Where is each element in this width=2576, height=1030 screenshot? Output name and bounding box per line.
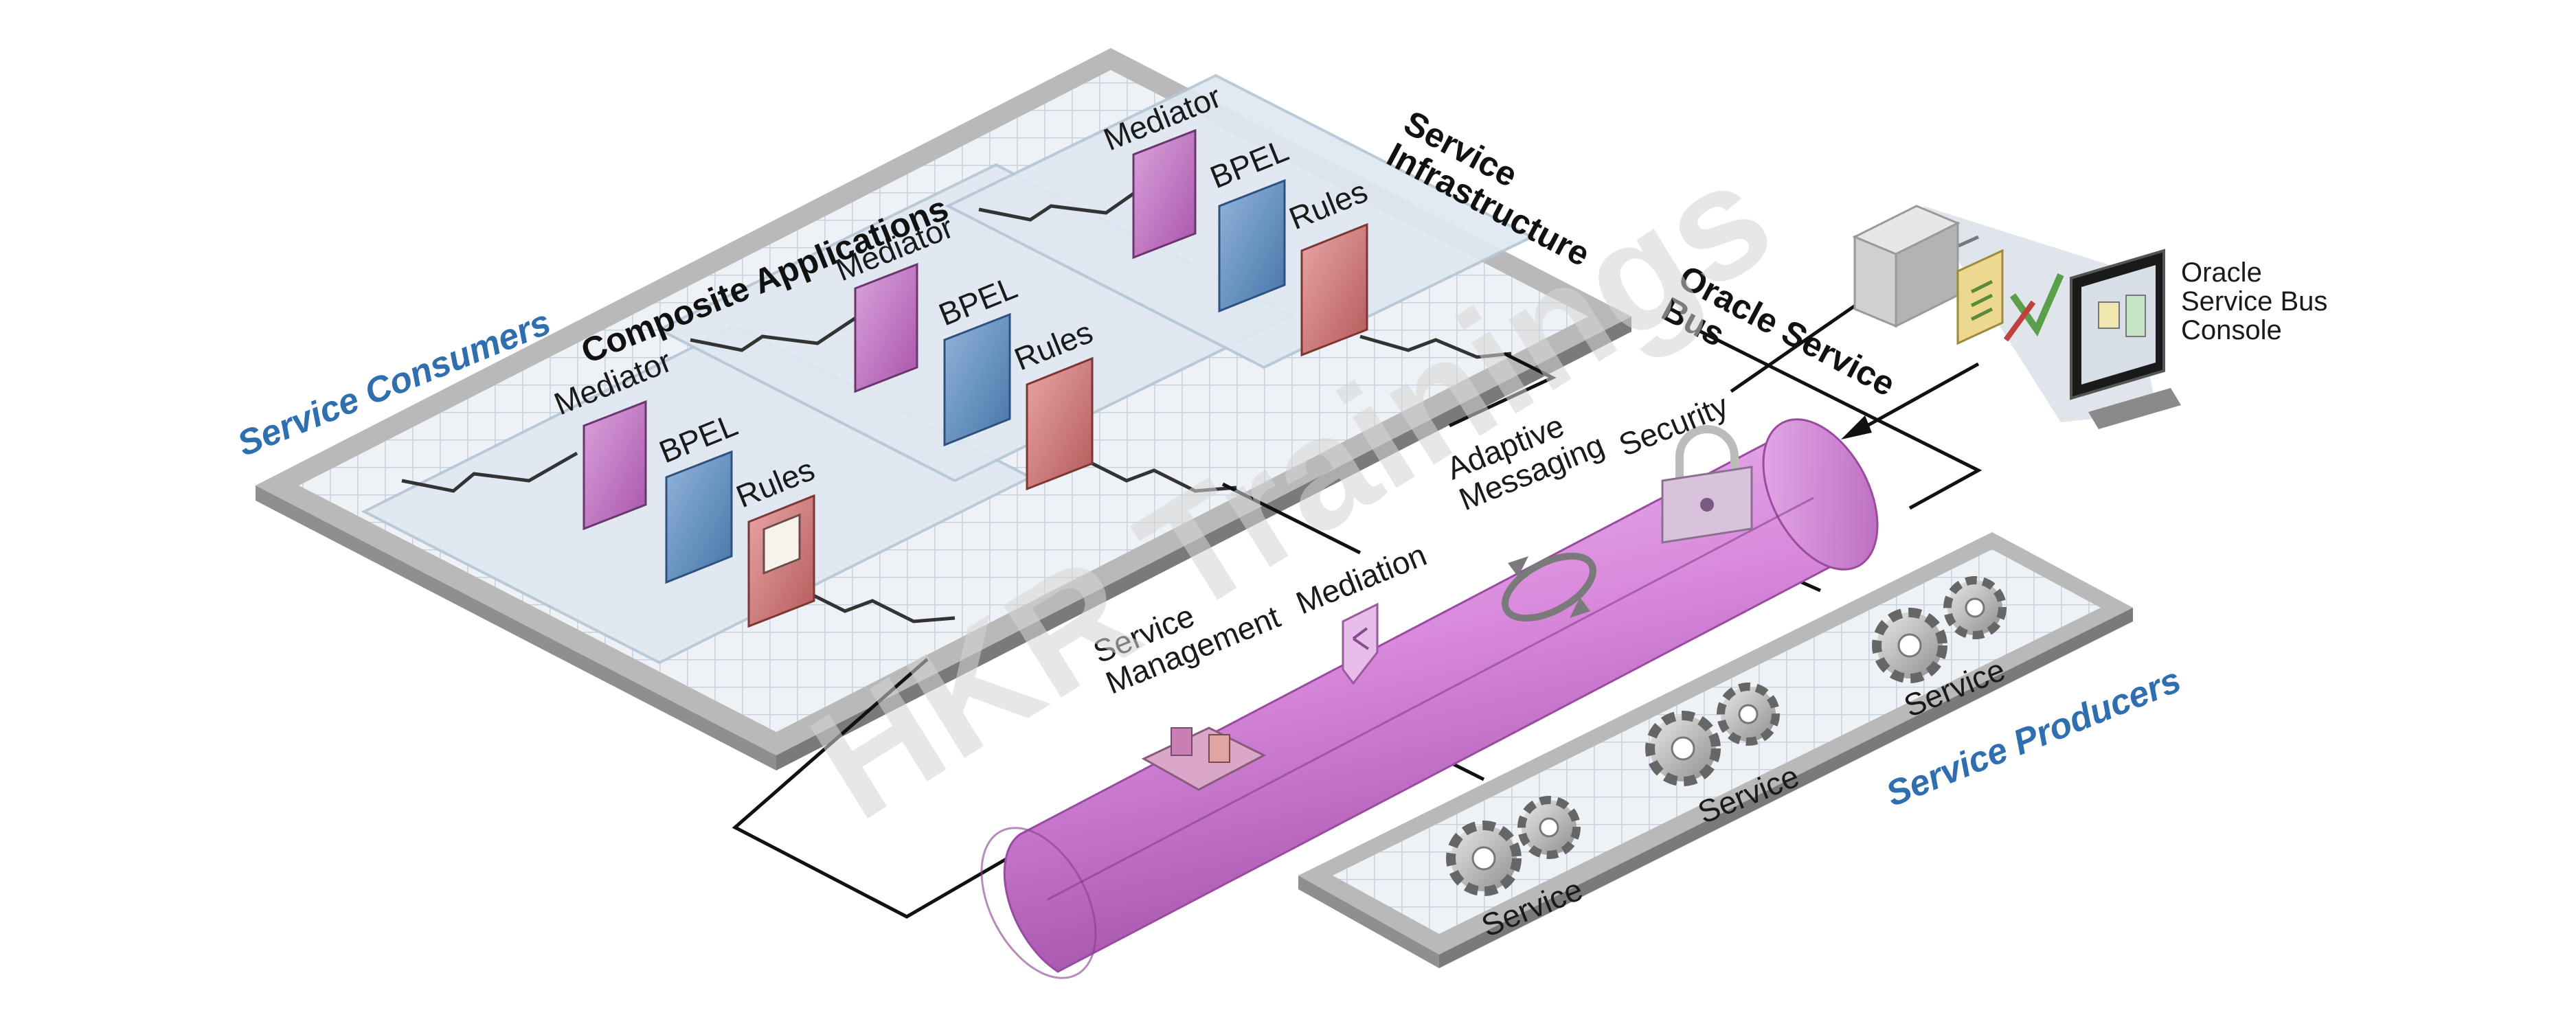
label-line: Console bbox=[2181, 315, 2282, 345]
checklist-icon bbox=[1956, 249, 2064, 345]
messaging-icon bbox=[1502, 552, 1596, 622]
lock-icon bbox=[1661, 425, 1753, 544]
mediation-icon bbox=[1342, 602, 1379, 685]
bpel-tile: BPEL bbox=[654, 407, 743, 584]
service-gears-2 bbox=[1645, 683, 1780, 786]
rules-document-icon bbox=[762, 513, 801, 575]
flow-arrows bbox=[401, 187, 1512, 623]
service-bus-cylinder bbox=[980, 418, 1879, 979]
server-icon bbox=[1852, 205, 1961, 328]
console-arrow bbox=[1841, 362, 1980, 439]
bpel-tile: BPEL bbox=[934, 269, 1022, 447]
monitor-icon bbox=[2070, 249, 2181, 429]
service-gears-1 bbox=[1446, 796, 1581, 896]
bpel-tile: BPEL bbox=[1205, 132, 1293, 313]
security-label: Security bbox=[1614, 387, 1733, 463]
label-line: Service Bus bbox=[2181, 286, 2327, 317]
service-gears-3 bbox=[1872, 576, 2007, 683]
service-management-icon bbox=[1141, 726, 1267, 791]
